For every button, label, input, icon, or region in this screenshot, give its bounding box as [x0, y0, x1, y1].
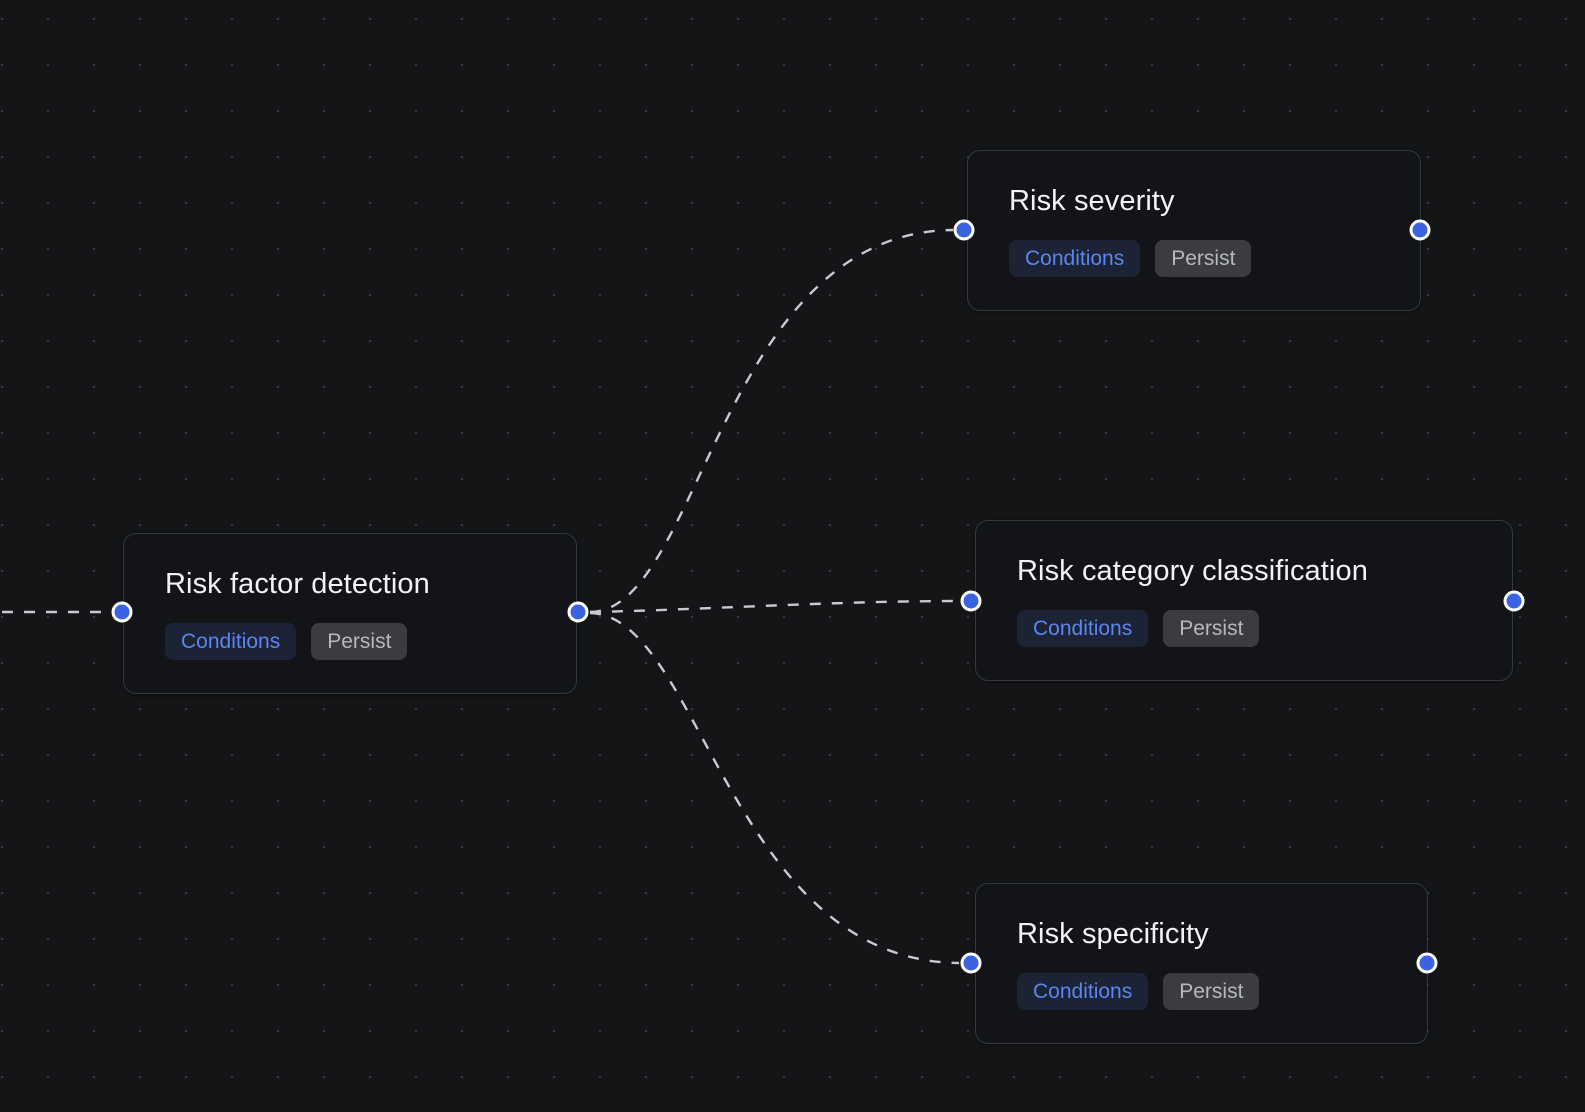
output-port-risk-specificity[interactable] [1416, 952, 1438, 974]
output-port-risk-severity[interactable] [1409, 219, 1431, 241]
node-risk-factor-detection[interactable]: Risk factor detection Conditions Persist [123, 533, 577, 694]
node-title: Risk specificity [1017, 918, 1209, 950]
badge-persist[interactable]: Persist [311, 623, 408, 660]
node-badge-row: Conditions Persist [1017, 610, 1260, 647]
badge-conditions[interactable]: Conditions [165, 623, 297, 660]
badge-persist[interactable]: Persist [1155, 240, 1252, 277]
edge-detection-to-specificity[interactable] [589, 611, 960, 965]
node-badge-row: Conditions Persist [1009, 240, 1252, 277]
node-badge-row: Conditions Persist [165, 623, 408, 660]
badge-conditions[interactable]: Conditions [1017, 973, 1149, 1010]
node-risk-category-classification[interactable]: Risk category classification Conditions … [975, 520, 1513, 681]
input-port-risk-category-classification[interactable] [960, 590, 982, 612]
node-risk-specificity[interactable]: Risk specificity Conditions Persist [975, 883, 1428, 1044]
node-title: Risk factor detection [165, 568, 430, 600]
badge-persist[interactable]: Persist [1163, 973, 1260, 1010]
input-port-risk-factor-detection[interactable] [111, 601, 133, 623]
output-port-risk-category-classification[interactable] [1503, 590, 1525, 612]
badge-conditions[interactable]: Conditions [1017, 610, 1149, 647]
badge-persist[interactable]: Persist [1163, 610, 1260, 647]
edge-detection-to-severity[interactable] [589, 228, 954, 614]
node-risk-severity[interactable]: Risk severity Conditions Persist [967, 150, 1421, 311]
node-title: Risk severity [1009, 185, 1175, 217]
node-badge-row: Conditions Persist [1017, 973, 1260, 1010]
edge-detection-to-category[interactable] [589, 599, 961, 614]
input-port-risk-specificity[interactable] [960, 952, 982, 974]
node-title: Risk category classification [1017, 555, 1368, 587]
output-port-risk-factor-detection[interactable] [567, 601, 589, 623]
badge-conditions[interactable]: Conditions [1009, 240, 1141, 277]
input-port-risk-severity[interactable] [953, 219, 975, 241]
